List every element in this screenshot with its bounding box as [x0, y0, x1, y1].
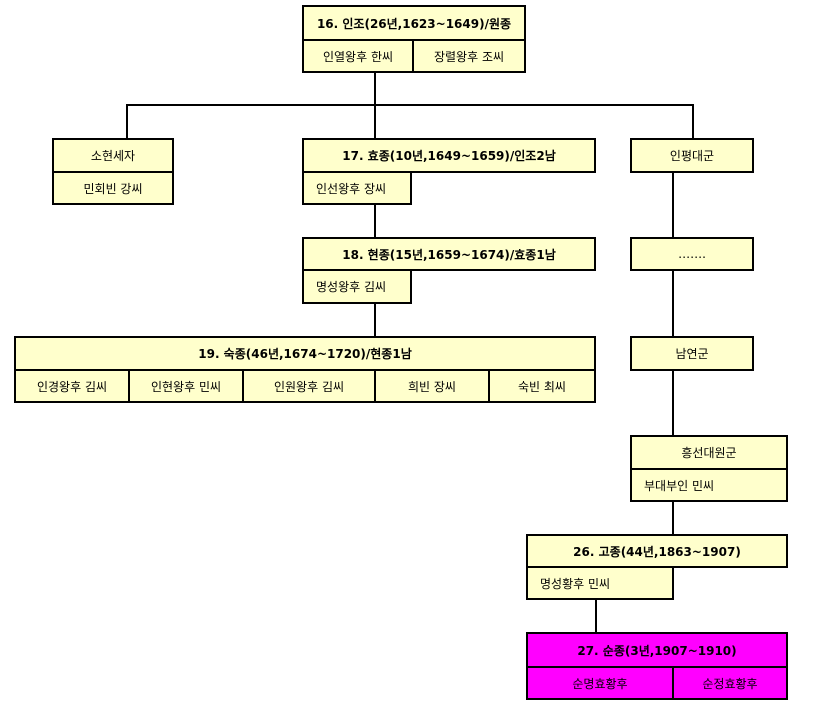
- sunjong-title: 27. 순종(3년,1907~1910): [577, 643, 737, 658]
- sunjong-spouse-box: 순정효황후: [672, 666, 788, 700]
- connector-line: [672, 501, 674, 535]
- sukjong-spouse-box: 숙빈 최씨: [488, 369, 596, 403]
- hyojong-title-box: 17. 효종(10년,1649~1659)/인조2남: [302, 138, 596, 173]
- sohyeon-spouse: 민회빈 강씨: [83, 181, 143, 196]
- injo-spouse-box: 인열왕후 한씨: [302, 39, 414, 73]
- hyeonjong-spouse: 명성왕후 김씨: [316, 280, 387, 294]
- sukjong-spouse-box: 인원왕후 김씨: [242, 369, 376, 403]
- connector-line: [374, 72, 376, 105]
- injo-spouse-1: 인열왕후 한씨: [322, 49, 394, 64]
- heungseon-title: 흥선대원군: [681, 446, 737, 460]
- namyeon-title: 남연군: [675, 347, 709, 361]
- connector-line: [672, 270, 674, 338]
- inpyeong-title: 인평대군: [669, 149, 715, 163]
- connector-line: [692, 104, 694, 139]
- inpyeong-title-box: 인평대군: [630, 138, 754, 173]
- sunjong-spouse-1: 순명효황후: [572, 676, 628, 691]
- sohyeon-spouse-box: 민회빈 강씨: [52, 171, 174, 205]
- sukjong-title-box: 19. 숙종(46년,1674~1720)/현종1남: [14, 336, 596, 371]
- sunjong-title-box: 27. 순종(3년,1907~1910): [526, 632, 788, 668]
- connector-line: [126, 104, 694, 106]
- connector-line: [126, 104, 128, 139]
- hyeonjong-spouse-box: 명성왕후 김씨: [302, 269, 412, 304]
- connector-line: [374, 104, 376, 139]
- sukjong-spouse-box: 희빈 장씨: [374, 369, 490, 403]
- heungseon-spouse-box: 부대부인 민씨: [630, 468, 788, 502]
- connector-line: [672, 369, 674, 436]
- gojong-spouse: 명성황후 민씨: [540, 576, 611, 591]
- sukjong-spouse-box: 인현왕후 민씨: [128, 369, 244, 403]
- gojong-title: 26. 고종(44년,1863~1907): [573, 544, 741, 559]
- hyojong-spouse-box: 인선왕후 장씨: [302, 171, 412, 205]
- connector-line: [374, 204, 376, 237]
- sohyeon-title-box: 소현세자: [52, 138, 174, 173]
- injo-spouse-2: 장렬왕후 조씨: [433, 49, 505, 64]
- sukjong-spouse-4: 희빈 장씨: [408, 379, 456, 394]
- injo-title: 16. 인조(26년,1623~1649)/원종: [316, 16, 512, 31]
- hyeonjong-title-box: 18. 현종(15년,1659~1674)/효종1남: [302, 237, 596, 271]
- sukjong-spouse-1: 인경왕후 김씨: [36, 379, 108, 394]
- heungseon-spouse: 부대부인 민씨: [644, 478, 715, 493]
- sukjong-spouse-3: 인원왕후 김씨: [273, 379, 345, 394]
- sohyeon-title: 소현세자: [90, 149, 136, 163]
- gojong-spouse-box: 명성황후 민씨: [526, 566, 674, 600]
- sunjong-spouse-2: 순정효황후: [702, 676, 758, 691]
- sukjong-title: 19. 숙종(46년,1674~1720)/현종1남: [198, 347, 412, 361]
- sukjong-spouse-2: 인현왕후 민씨: [150, 379, 222, 394]
- injo-spouse-box: 장렬왕후 조씨: [412, 39, 526, 73]
- hyojong-spouse: 인선왕후 장씨: [316, 181, 387, 196]
- injo-title-box: 16. 인조(26년,1623~1649)/원종: [302, 5, 526, 41]
- gojong-title-box: 26. 고종(44년,1863~1907): [526, 534, 788, 568]
- connector-line: [595, 599, 597, 633]
- connector-line: [672, 171, 674, 238]
- heungseon-title-box: 흥선대원군: [630, 435, 788, 470]
- hyeonjong-title: 18. 현종(15년,1659~1674)/효종1남: [342, 247, 556, 262]
- ellipsis-box: …….: [630, 237, 754, 271]
- hyojong-title: 17. 효종(10년,1649~1659)/인조2남: [342, 149, 556, 163]
- sukjong-spouse-box: 인경왕후 김씨: [14, 369, 130, 403]
- connector-line: [374, 303, 376, 337]
- ellipsis-text: …….: [678, 247, 706, 261]
- namyeon-title-box: 남연군: [630, 336, 754, 371]
- sukjong-spouse-5: 숙빈 최씨: [518, 379, 566, 394]
- sunjong-spouse-box: 순명효황후: [526, 666, 674, 700]
